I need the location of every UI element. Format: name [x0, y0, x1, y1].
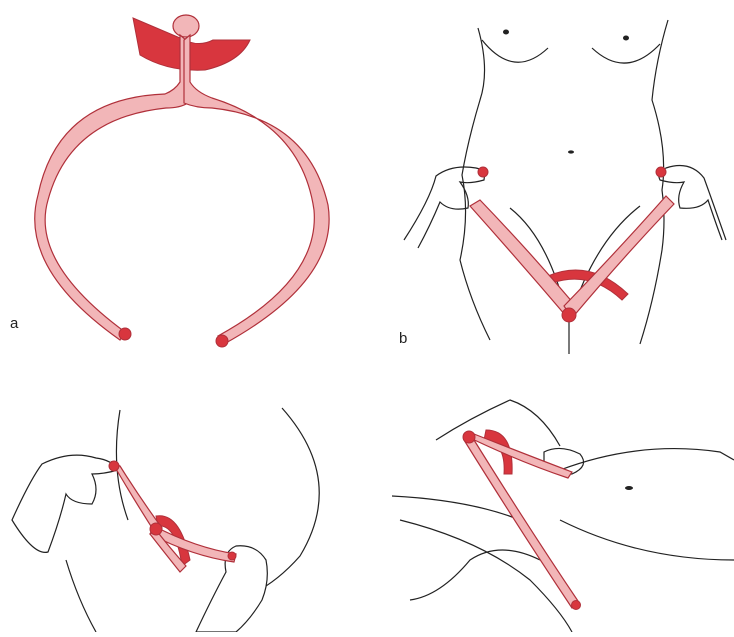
pelvimeter-left-tip-b	[478, 167, 488, 177]
pelvimeter-right-tip	[216, 335, 228, 347]
torso-left-outline	[460, 28, 490, 340]
pelvimeter-right-arm	[184, 35, 329, 344]
pelvimeter-hinge-c	[150, 523, 162, 535]
nipple-left	[503, 30, 509, 35]
pelvimeter-tip-c2	[228, 552, 236, 560]
pelvimeter-right-arm-b	[564, 196, 674, 318]
torso-right-outline	[640, 20, 668, 344]
navel	[568, 150, 574, 153]
belly-lower-outline-d	[560, 520, 734, 560]
nipple-right	[623, 36, 629, 41]
pelvimeter-left-arm-b	[470, 200, 574, 316]
pelvimeter-tip-d	[572, 601, 581, 610]
pelvimeter-arm-d2	[464, 440, 580, 608]
breast-right	[592, 44, 660, 63]
panel-label-a: a	[10, 315, 18, 332]
leg-outline-d	[410, 550, 540, 600]
panel-label-b: b	[399, 330, 407, 347]
breast-left	[482, 40, 548, 62]
panel-d-side-measurement	[392, 400, 734, 632]
pelvimeter-right-tip-b	[656, 167, 666, 177]
pelvimeter-hinge-knob	[173, 15, 199, 37]
pelvimeter-hinge-b	[562, 308, 576, 322]
navel-d	[625, 486, 633, 490]
belly-outline-d	[560, 449, 734, 470]
pelvimeter-hinge-d	[463, 431, 475, 443]
pelvimeter-tip-c1	[109, 461, 119, 471]
hand-left-c	[12, 455, 118, 552]
panel-c-lateral-measurement	[12, 408, 319, 632]
hip-outline-c	[66, 560, 96, 632]
panel-b-anterior-measurement	[404, 20, 726, 354]
pelvimeter-left-tip	[119, 328, 131, 340]
panel-a-pelvimeter	[35, 15, 329, 347]
thigh-lower-outline-d	[400, 520, 572, 632]
pelvimeter-left-arm	[35, 35, 188, 340]
